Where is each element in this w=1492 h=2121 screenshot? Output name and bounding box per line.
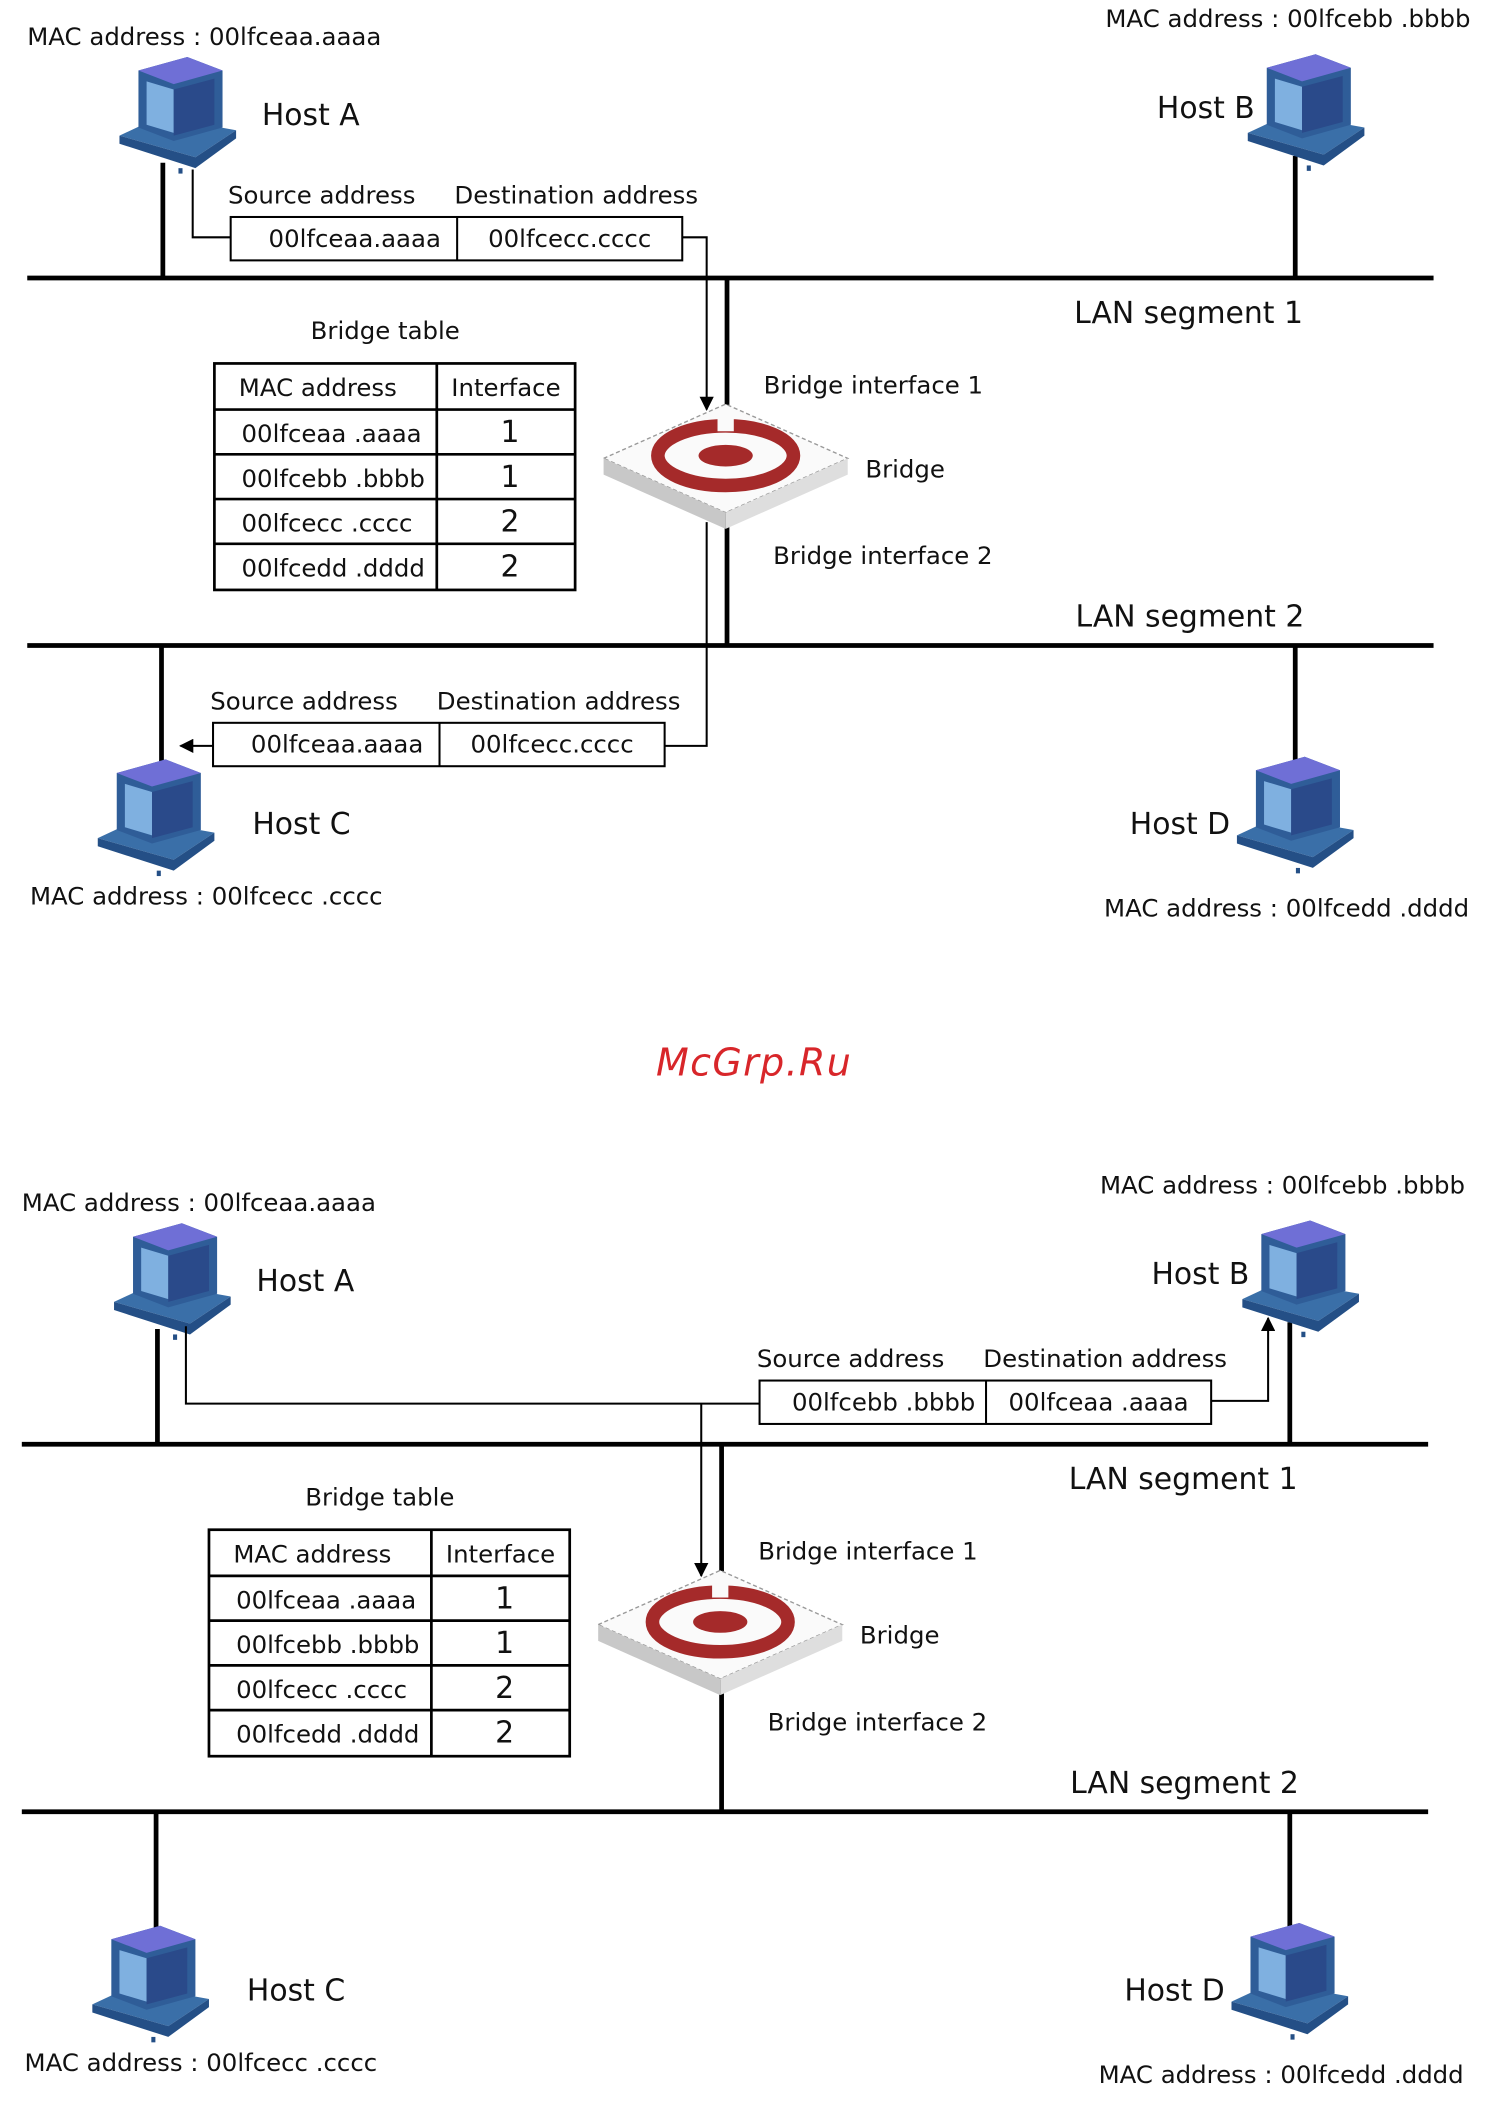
- table-cell-mac: 00lfcedd .dddd: [242, 553, 425, 582]
- host-d-label: Host D: [1124, 1973, 1224, 2008]
- frame-path-to-host-b: [1211, 1316, 1276, 1402]
- table-cell-interface: 1: [495, 1581, 514, 1616]
- table-cell-interface: 2: [501, 549, 520, 584]
- host-d-icon: [1231, 1923, 1349, 2040]
- table-cell-mac: 00lfcecc .cccc: [236, 1675, 407, 1704]
- bridge-label: Bridge: [865, 454, 945, 483]
- frame-1: Source address Destination address 00lfcea…: [228, 180, 698, 262]
- host-b-icon: [1247, 54, 1365, 171]
- host-c-label: Host C: [252, 807, 350, 842]
- source-address-label: Source address: [757, 1344, 944, 1373]
- destination-address-value: 00lfceaa .aaaa: [1009, 1387, 1189, 1416]
- table-cell-interface: 2: [495, 1671, 514, 1706]
- table-cell-interface: 1: [501, 415, 520, 450]
- frame-path-host-a: [184, 1326, 760, 1405]
- host-b-label: Host B: [1157, 91, 1255, 126]
- host-b-icon: [1242, 1220, 1359, 1338]
- lan-segment-1-label: LAN segment 1: [1069, 1462, 1298, 1497]
- diagram-1: LAN segment 1 LAN segment 2 MAC address : …: [27, 4, 1470, 923]
- bridge-interface-2-label: Bridge interface 2: [768, 1707, 987, 1736]
- frame-path-to-bridge: [682, 236, 714, 411]
- table-cell-mac: 00lfcedd .dddd: [236, 1720, 419, 1749]
- bridge-interface-2-label: Bridge interface 2: [773, 541, 992, 570]
- host-c-mac-address: MAC address : 00lfcecc .cccc: [25, 2048, 378, 2077]
- watermark: McGrp.Ru: [656, 1040, 852, 1084]
- diagram-2: LAN segment 1 LAN segment 2 MAC address : …: [22, 1170, 1465, 2089]
- table-cell-mac: 00lfceaa .aaaa: [242, 419, 422, 448]
- bridge-label: Bridge: [860, 1621, 940, 1650]
- frame-2: Source address Destination address 00lfcea…: [210, 686, 681, 768]
- table-cell-interface: 1: [501, 460, 520, 495]
- host-c-icon: [92, 1925, 209, 2043]
- table-cell-mac: 00lfcebb .bbbb: [236, 1630, 419, 1659]
- lan-segment-1-label: LAN segment 1: [1074, 296, 1303, 331]
- source-address-label: Source address: [210, 686, 397, 715]
- table-header-mac: MAC address: [239, 373, 397, 402]
- frame-path-from-bridge: [664, 522, 708, 747]
- table-cell-interface: 2: [495, 1716, 514, 1751]
- bridge-interface-1-label: Bridge interface 1: [758, 1537, 977, 1566]
- host-a-label: Host A: [256, 1264, 354, 1299]
- destination-address-value: 00lfcecc.cccc: [471, 730, 634, 759]
- lan-segment-2-label: LAN segment 2: [1070, 1766, 1299, 1801]
- frame-1: Source address Destination address 00lfceb…: [757, 1344, 1227, 1425]
- host-a-label: Host A: [262, 98, 360, 133]
- bridge-interface-1-label: Bridge interface 1: [764, 370, 983, 399]
- source-address-value: 00lfceaa.aaaa: [269, 224, 441, 253]
- table-cell-interface: 1: [495, 1626, 514, 1661]
- table-header-interface: Interface: [446, 1539, 555, 1568]
- bridge-table-title: Bridge table: [305, 1482, 454, 1511]
- host-c-label: Host C: [247, 1973, 345, 2008]
- destination-address-label: Destination address: [983, 1344, 1227, 1373]
- table-header-interface: Interface: [451, 373, 560, 402]
- host-d-mac-address: MAC address : 00lfcedd .dddd: [1104, 894, 1469, 923]
- destination-address-label: Destination address: [437, 686, 681, 715]
- bridge-table-title: Bridge table: [311, 316, 460, 345]
- source-address-value: 00lfceaa.aaaa: [251, 730, 423, 759]
- destination-address-value: 00lfcecc.cccc: [488, 224, 651, 253]
- host-a-icon: [114, 1223, 231, 1340]
- host-d-icon: [1236, 756, 1354, 874]
- table-cell-mac: 00lfcebb .bbbb: [242, 464, 425, 493]
- bridge-icon: [601, 403, 850, 529]
- host-a-icon: [119, 56, 237, 174]
- source-address-value: 00lfcebb .bbbb: [792, 1387, 975, 1416]
- destination-address-label: Destination address: [454, 180, 698, 209]
- host-d-label: Host D: [1130, 807, 1230, 842]
- source-address-label: Source address: [228, 180, 415, 209]
- host-b-label: Host B: [1151, 1257, 1249, 1292]
- host-b-mac-address: MAC address : 00lfcebb .bbbb: [1105, 4, 1470, 33]
- table-cell-mac: 00lfceaa .aaaa: [236, 1585, 416, 1614]
- host-b-mac-address: MAC address : 00lfcebb .bbbb: [1100, 1170, 1465, 1199]
- table-header-mac: MAC address: [233, 1539, 391, 1568]
- host-a-mac-address: MAC address : 00lfceaa.aaaa: [22, 1188, 376, 1217]
- host-c-icon: [97, 759, 215, 877]
- frame-path-host-a: [191, 169, 231, 239]
- host-a-mac-address: MAC address : 00lfceaa.aaaa: [27, 22, 381, 51]
- host-d-mac-address: MAC address : 00lfcedd .dddd: [1099, 2060, 1464, 2089]
- host-c-mac-address: MAC address : 00lfcecc .cccc: [30, 882, 383, 911]
- lan-segment-2-label: LAN segment 2: [1076, 600, 1305, 635]
- table-cell-interface: 2: [501, 505, 520, 540]
- bridge-icon: [596, 1569, 844, 1696]
- table-cell-mac: 00lfcecc .cccc: [242, 509, 413, 538]
